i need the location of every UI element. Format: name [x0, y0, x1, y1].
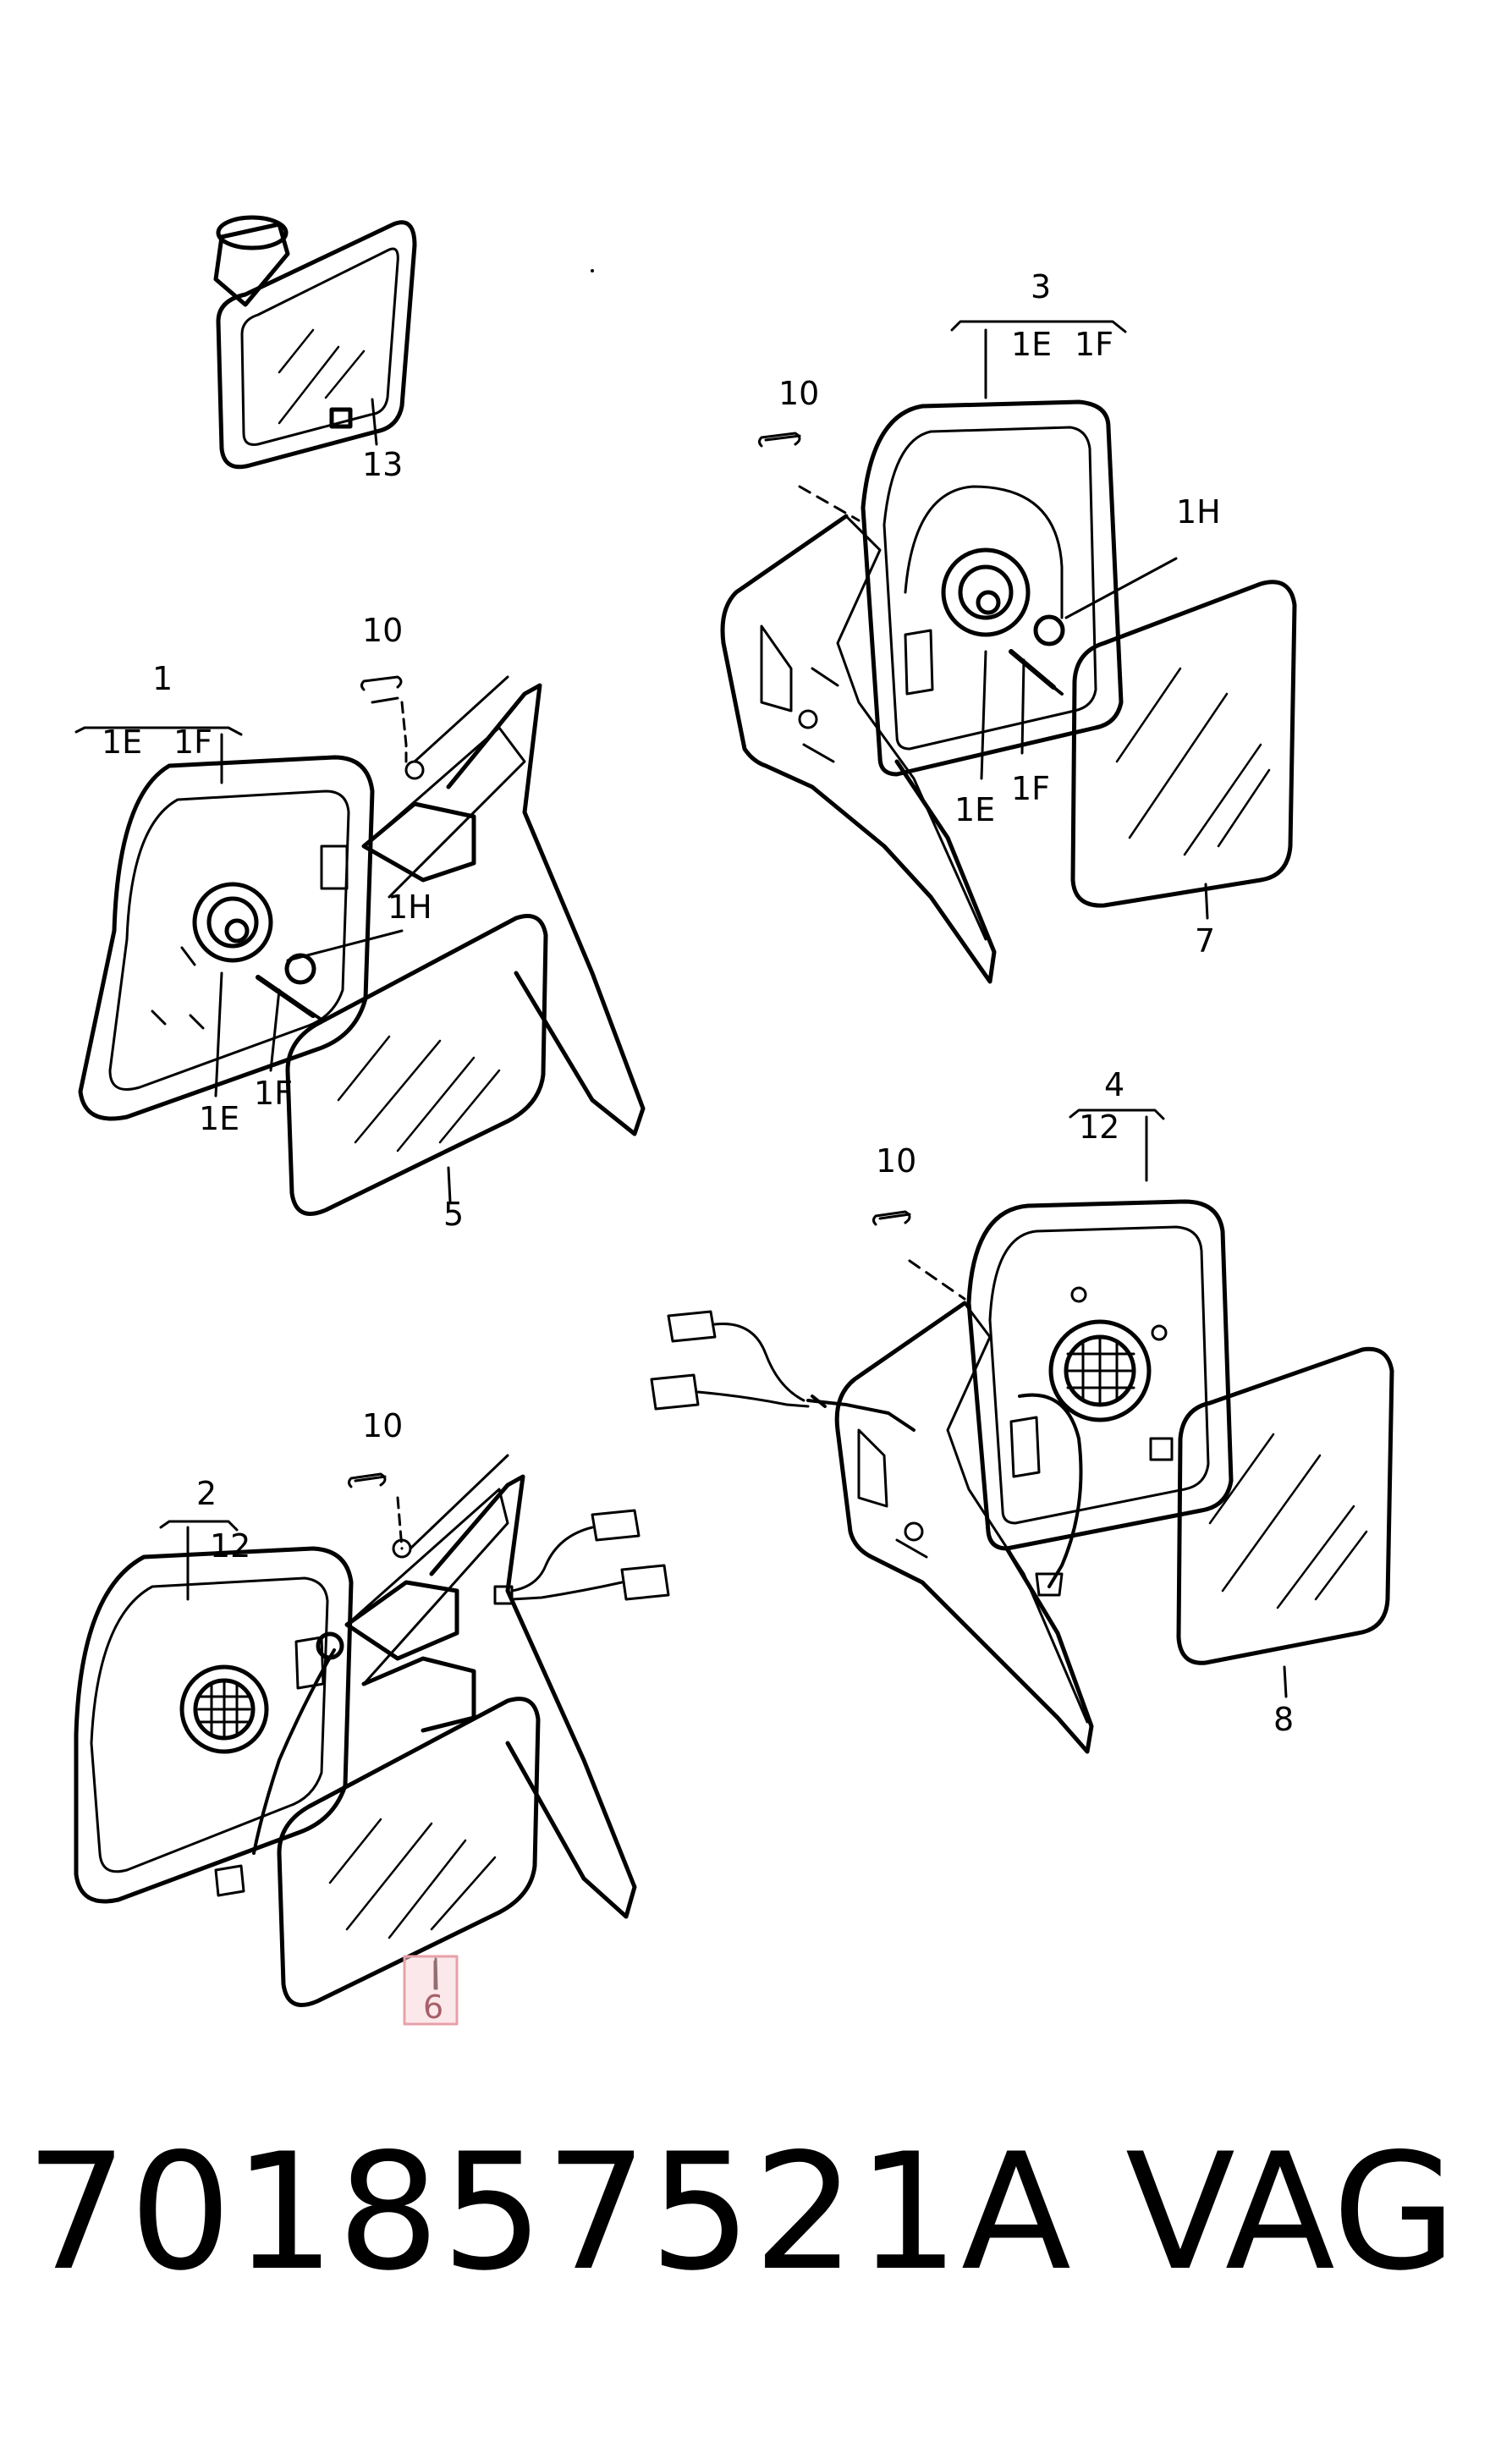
left-glass-5-drawing [285, 914, 548, 1216]
label-1E-bottom-left: 1E [199, 1100, 239, 1137]
label-8: 8 [1273, 1701, 1294, 1738]
part-number-text: 701857521A [25, 2119, 1073, 2306]
label-2: 2 [196, 1475, 217, 1512]
label-10-right: 10 [778, 375, 819, 412]
label-1H-right: 1H [1176, 493, 1221, 531]
right-mirror-assembly-drawing [720, 320, 1178, 984]
label-1F-bottom-right: 1F [1011, 770, 1050, 807]
label-6: 6 [423, 1989, 443, 2026]
label-12-right: 12 [1079, 1108, 1119, 1146]
highlight-box-6 [403, 1955, 459, 2026]
label-13: 13 [362, 446, 403, 483]
left-heated-mirror-assembly-drawing [74, 1454, 670, 1919]
brand-text: VAG [1125, 2119, 1457, 2306]
label-1F-top-right: 1F [1075, 326, 1113, 363]
right-glass-7-drawing [1070, 580, 1297, 920]
label-10-right-heated: 10 [876, 1142, 916, 1180]
label-10-left: 10 [362, 612, 403, 649]
label-1E-top-right: 1E [1011, 326, 1052, 363]
label-1E-top-left: 1E [102, 723, 142, 761]
label-1F-bottom-left: 1F [254, 1075, 293, 1112]
label-1: 1 [152, 660, 173, 697]
interior-mirror-drawing [213, 215, 417, 470]
label-10-left-heated: 10 [362, 1407, 403, 1444]
right-heated-mirror-assembly-drawing [650, 1108, 1234, 1754]
label-5: 5 [443, 1196, 464, 1233]
label-4: 4 [1104, 1066, 1124, 1103]
left-mirror-assembly-drawing [74, 675, 646, 1136]
label-1F-top-left: 1F [173, 723, 212, 761]
label-1H-left: 1H [388, 888, 432, 926]
label-12-left: 12 [210, 1527, 250, 1565]
right-heated-glass-8-drawing [1176, 1346, 1394, 1698]
label-3: 3 [1031, 268, 1051, 305]
label-7: 7 [1195, 922, 1215, 960]
label-1E-bottom-right: 1E [954, 791, 995, 828]
